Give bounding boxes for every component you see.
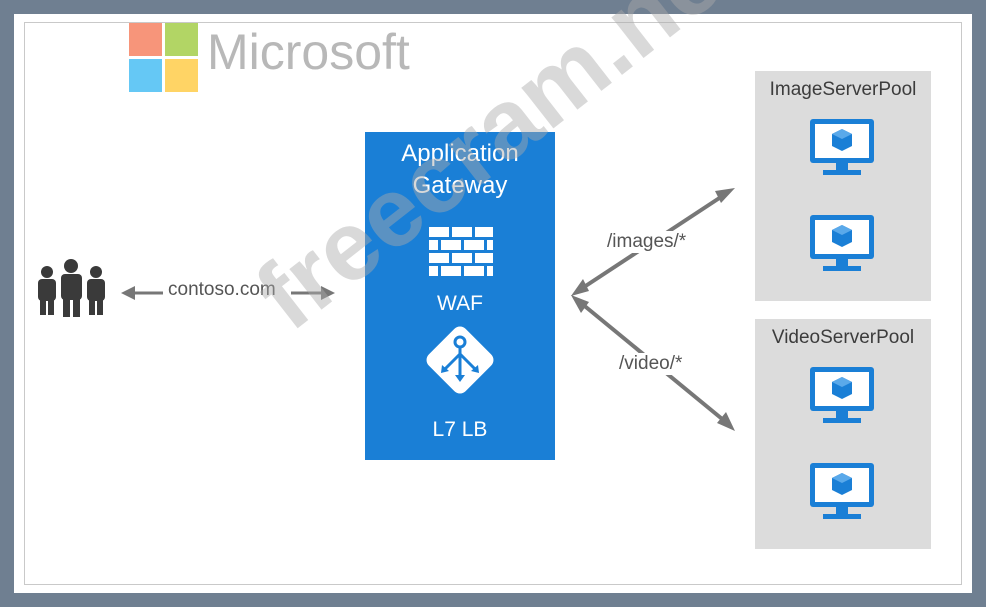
- domain-label: contoso.com: [166, 279, 278, 301]
- microsoft-logo-icon: [129, 23, 199, 93]
- application-gateway: Application Gateway WAF: [365, 132, 555, 460]
- image-server-pool: ImageServerPool: [755, 71, 931, 301]
- microsoft-logo-text: Microsoft: [207, 24, 410, 80]
- virtual-machine-icon: [810, 367, 874, 423]
- waf-label: WAF: [437, 292, 483, 315]
- diagram-canvas: Microsoft: [24, 0, 962, 585]
- pool-title: VideoServerPool: [771, 327, 915, 348]
- gateway-title-line1: Application: [401, 140, 519, 167]
- gateway-title-line2: Gateway: [412, 172, 508, 199]
- load-balancer-icon: [426, 326, 494, 394]
- diagram-frame: Microsoft: [14, 0, 972, 593]
- pool-title: ImageServerPool: [769, 79, 917, 100]
- images-route-label: /images/*: [605, 231, 689, 253]
- video-route-label: /video/*: [617, 353, 685, 375]
- virtual-machine-icon: [810, 215, 874, 271]
- virtual-machine-icon: [810, 463, 874, 519]
- l7-lb-label: L7 LB: [432, 418, 488, 441]
- video-server-pool: VideoServerPool: [755, 319, 931, 549]
- connectors: [38, 188, 735, 431]
- virtual-machine-icon: [810, 119, 874, 175]
- users-icon: [38, 259, 105, 317]
- firewall-icon: [429, 227, 493, 276]
